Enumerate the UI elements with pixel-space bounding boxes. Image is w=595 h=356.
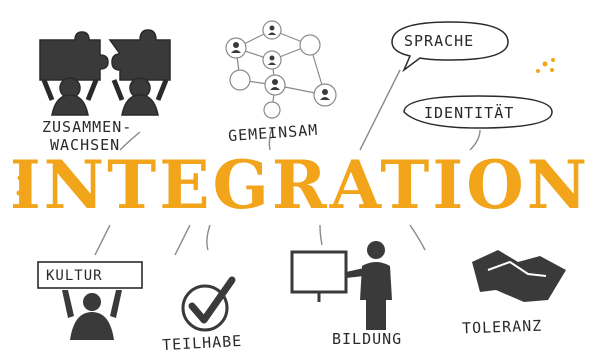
teacher-board-icon [290, 241, 392, 330]
connector-lines [94, 69, 481, 256]
puzzle-people-icon [39, 29, 171, 116]
label-zusammenwachsen-line2: WACHSEN [50, 136, 121, 154]
label-identitaet: IDENTITÄT [424, 104, 515, 122]
checkmark-icon [181, 276, 236, 332]
title-text: INTEGRATION [9, 146, 591, 224]
label-zusammenwachsen-line1: ZUSAMMEN- [42, 118, 133, 136]
accent-dots [16, 58, 555, 198]
handshake-icon [472, 250, 566, 302]
speech-bubble-icon [391, 21, 553, 129]
label-kultur: KULTUR [46, 268, 103, 284]
label-toleranz: TOLERANZ [461, 316, 543, 338]
main-title: INTEGRATION [10, 150, 587, 220]
label-bildung: BILDUNG [332, 330, 403, 348]
person-holding-sign-icon [37, 261, 143, 340]
network-people-icon [225, 20, 337, 119]
label-sprache: SPRACHE [404, 32, 475, 50]
